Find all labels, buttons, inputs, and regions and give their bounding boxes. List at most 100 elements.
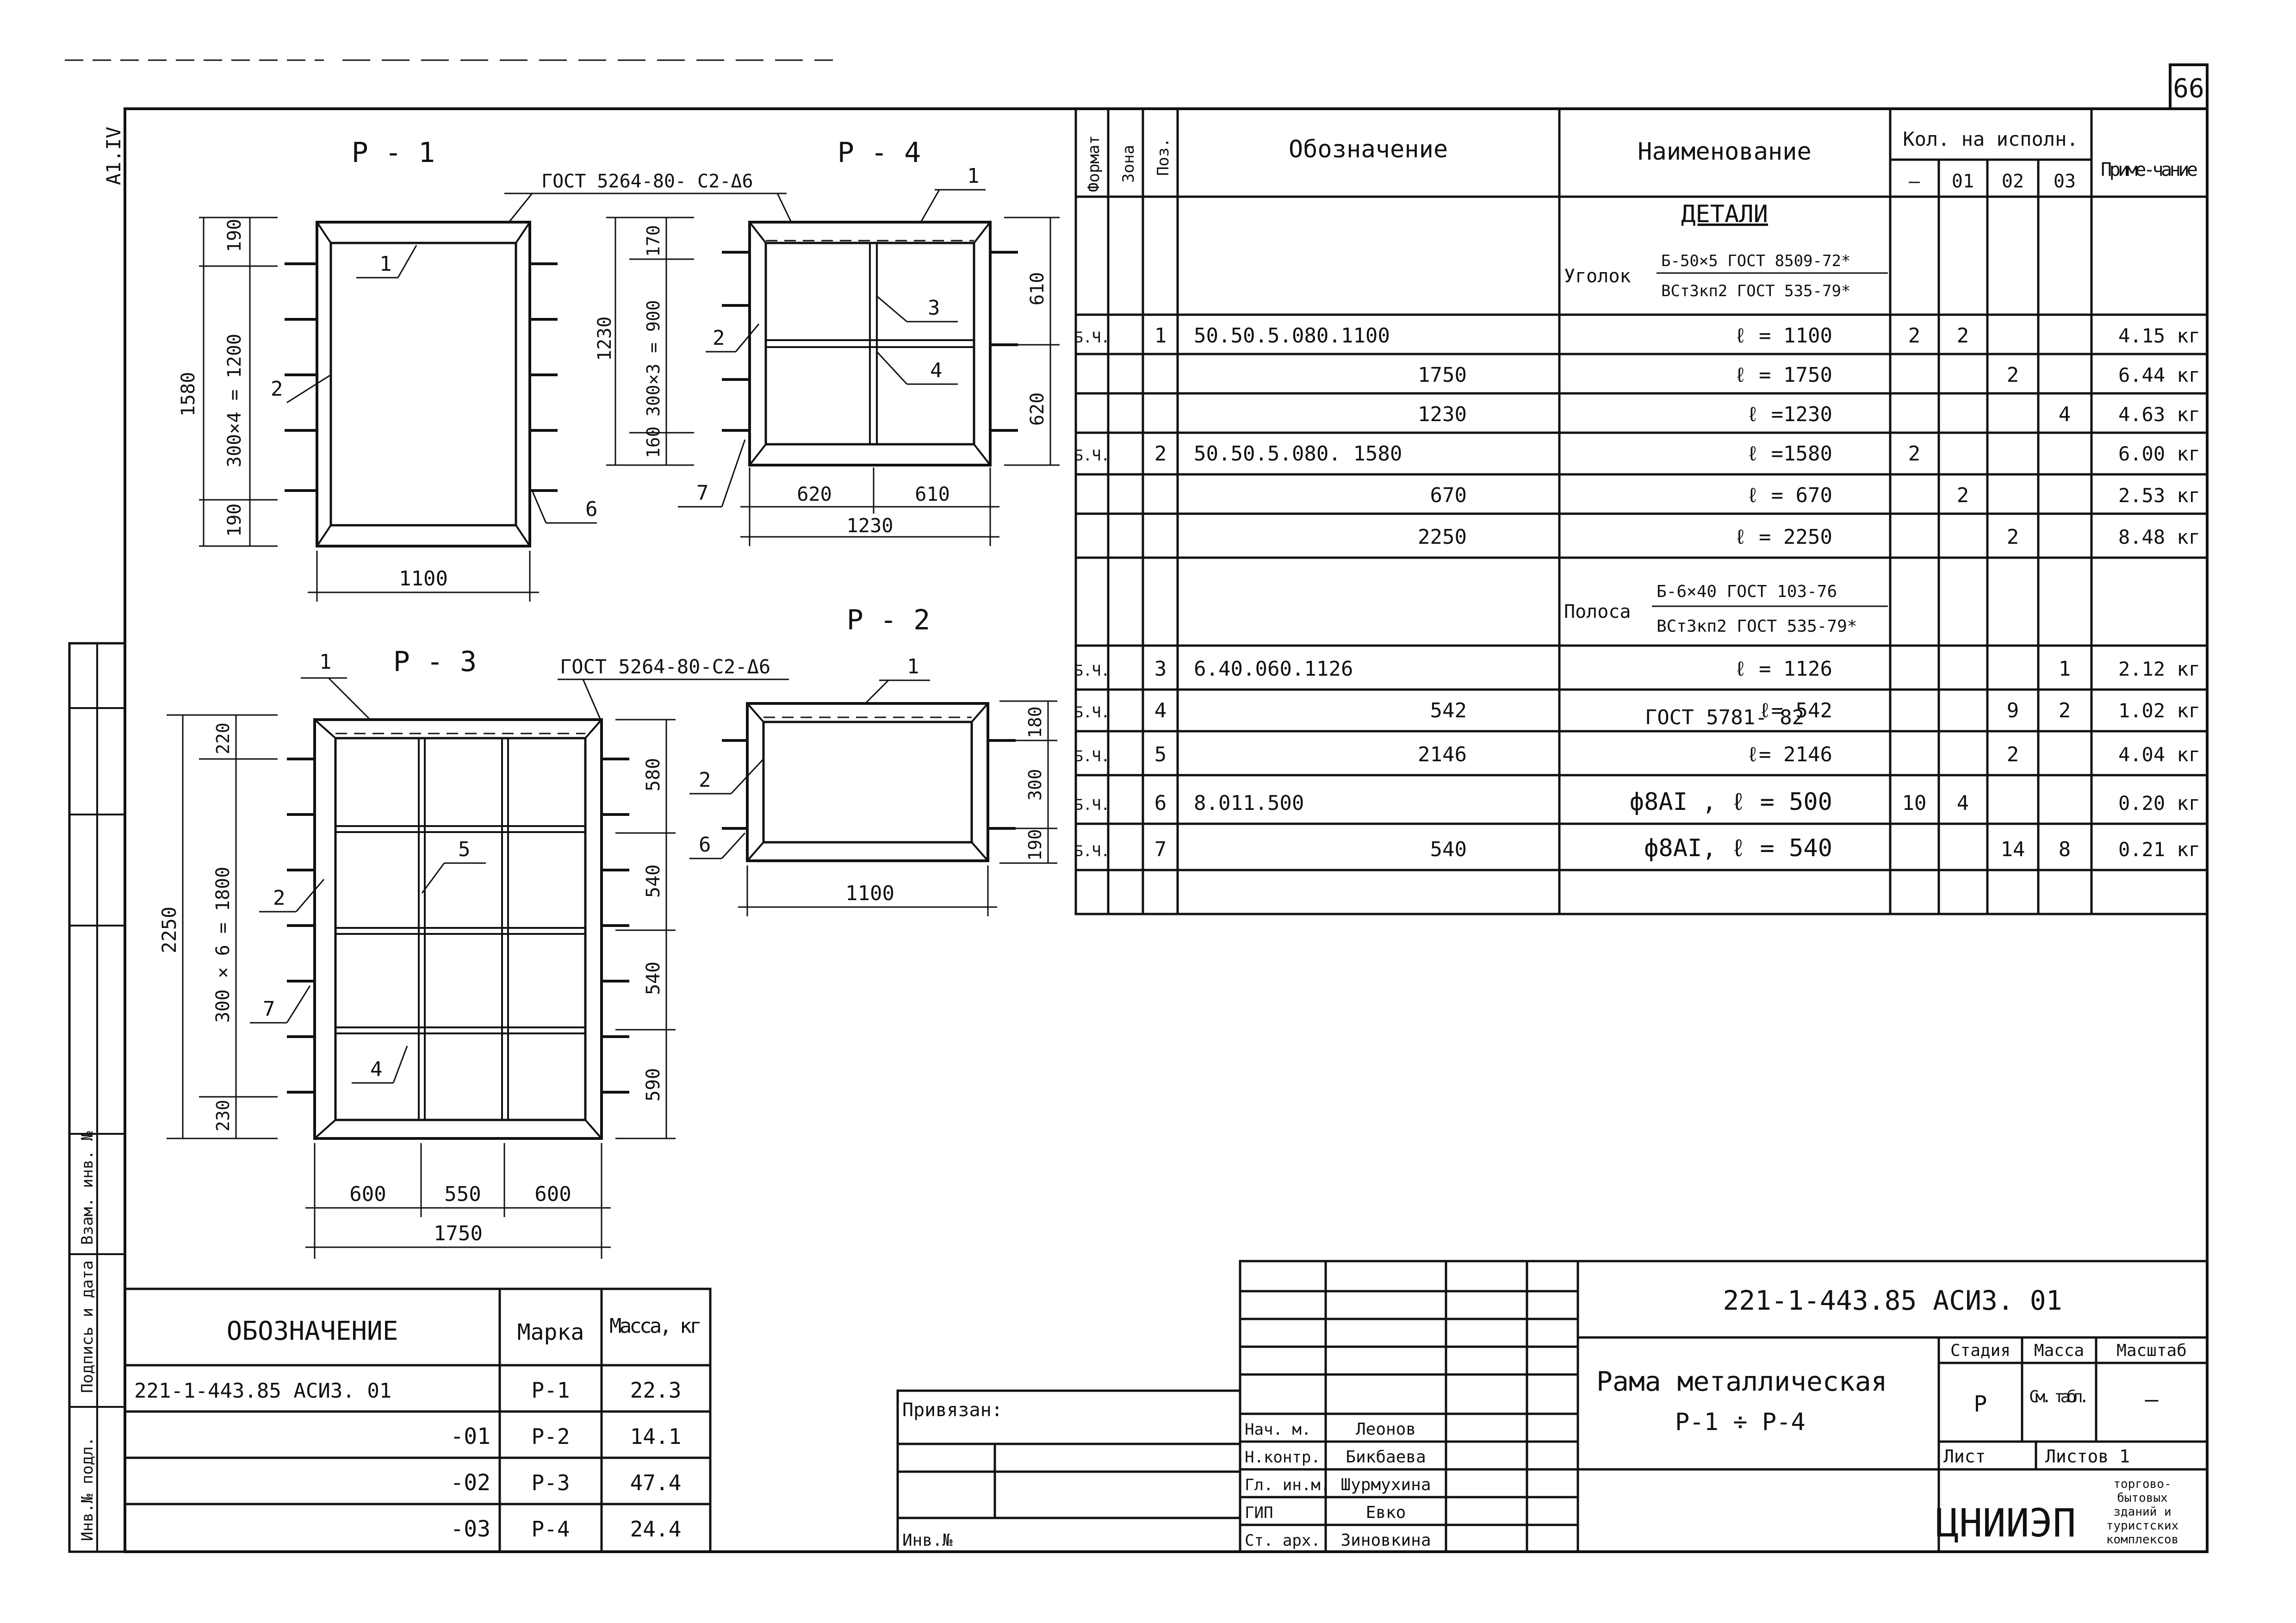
svg-text:Стадия: Стадия [1950,1341,2011,1360]
frame-p2: Р - 2 1 180 300 190 1100 2 6 [689,604,1057,916]
mass-row-designation: -02 [450,1470,490,1496]
svg-text:Обозначение: Обозначение [1289,136,1448,163]
svg-text:300: 300 [1025,769,1045,801]
svg-text:ВСт3кп2 ГОСТ 535-79*: ВСт3кп2 ГОСТ 535-79* [1661,282,1850,300]
spec-row-qty-01: 4 [1957,791,1969,815]
svg-text:Наименование: Наименование [1638,138,1812,166]
spec-row-qty-base: 2 [1908,442,1921,466]
sheet-number: 66 [2173,74,2204,104]
person-role: Нач. м. [1245,1420,1311,1439]
svg-text:Марка: Марка [517,1319,584,1345]
mass-row-mark: Р-4 [531,1517,570,1542]
spec-row-pos: 5 [1154,743,1167,766]
svg-text:7: 7 [263,997,275,1021]
svg-text:300 × 6 = 1800: 300 × 6 = 1800 [212,867,234,1023]
spec-row-qty-03: 8 [2059,838,2071,861]
svg-text:Формат: Формат [1085,135,1103,192]
svg-text:590: 590 [643,1068,664,1101]
svg-text:Р: Р [1974,1391,1987,1417]
spec-row-pos: 7 [1154,838,1167,861]
svg-text:—: — [2145,1387,2159,1412]
mass-row-mark: Р-1 [531,1378,570,1403]
svg-text:Приме-чание: Приме-чание [2101,159,2198,180]
spec-row-note: 0.21 кг [2118,838,2200,861]
spec-row-qty-02: 2 [2007,363,2019,387]
svg-text:Зона: Зона [1119,145,1138,183]
svg-text:Полоса: Полоса [1564,601,1631,622]
doc-code: 221-1-443.85 АСИ3. 01 [1723,1285,2062,1316]
binding-block: Привязан: Инв.№ [896,1389,1241,1553]
spec-row-pos: 4 [1154,699,1167,722]
spec-row-designation: 540 [1430,838,1467,861]
svg-text:190: 190 [224,219,245,252]
svg-text:600: 600 [349,1182,386,1206]
svg-text:3: 3 [928,296,940,320]
svg-text:4: 4 [370,1057,383,1081]
spec-row-note: 2.12 кг [2118,658,2200,680]
svg-text:Привязан:: Привязан: [902,1399,1003,1421]
spec-table: Формат Зона Поз. Обозначение Наименовани… [1074,107,2209,915]
svg-text:См. табл.: См. табл. [2029,1387,2089,1406]
svg-text:Масса, кг: Масса, кг [609,1314,702,1338]
person-name: Шурмухина [1340,1475,1431,1494]
svg-text:1100: 1100 [399,567,448,591]
svg-text:ГОСТ 5264-80-С2-Δ6: ГОСТ 5264-80-С2-Δ6 [560,655,770,678]
spec-row-qty-02: 2 [2007,743,2019,766]
spec-row-name: ℓ= 2146 [1747,743,1832,766]
spec-row-note: 4.15 кг [2118,324,2200,347]
svg-text:2: 2 [273,886,285,910]
svg-text:160: 160 [643,426,664,458]
svg-text:01: 01 [1952,171,1974,192]
person-name: Леонов [1356,1420,1416,1439]
svg-text:2: 2 [699,768,711,792]
spec-row-name: ℓ = 1100 [1734,324,1832,348]
svg-text:Лист: Лист [1943,1446,1986,1467]
spec-row-name: ℓ = 1750 [1734,363,1832,387]
doc-title-2: Р-1 ÷ Р-4 [1675,1408,1806,1436]
org-logo: ЦНИИЭП [1936,1500,2076,1546]
svg-text:1580: 1580 [178,372,199,417]
spec-row-qty-02: 14 [2001,838,2025,861]
svg-text:610: 610 [1027,272,1048,305]
svg-text:6: 6 [585,497,598,521]
svg-text:1: 1 [907,655,919,678]
svg-text:Б-50×5 ГОСТ 8509-72*: Б-50×5 ГОСТ 8509-72* [1661,252,1850,270]
svg-text:2250: 2250 [158,907,180,953]
svg-text:2: 2 [271,377,283,401]
spec-row-designation: 670 [1430,484,1467,507]
svg-text:620: 620 [797,483,832,505]
svg-text:540: 540 [643,962,664,995]
svg-text:Листов 1: Листов 1 [2045,1446,2130,1467]
svg-text:300×3 = 900: 300×3 = 900 [643,300,664,417]
spec-row-note: 6.00 кг [2118,442,2200,465]
svg-text:1230: 1230 [846,514,893,537]
spec-row-designation: 1230 [1418,403,1467,426]
mass-row-designation: 221-1-443.85 АСИ3. 01 [134,1379,391,1403]
svg-text:6: 6 [699,833,711,857]
svg-text:02: 02 [2002,171,2024,192]
spec-row-designation: 2250 [1418,525,1467,549]
spec-row-note: 2.53 кг [2118,484,2200,507]
svg-text:580: 580 [643,758,664,791]
frame-p4: Р - 4 1 170 300×3 = [594,137,1060,546]
spec-row-qty-02: 9 [2007,699,2019,722]
spec-row-format: Б.Ч. [1074,662,1110,679]
svg-text:ВСт3кп2 ГОСТ 535-79*: ВСт3кп2 ГОСТ 535-79* [1657,617,1857,636]
svg-text:190: 190 [224,504,245,537]
frame-p1: Р - 1 ГОСТ 5264-80- С2-Δ6 190 300×4 = 12… [178,137,792,602]
svg-text:Р - 1: Р - 1 [352,137,435,169]
title-block: 221-1-443.85 АСИ3. 01 Рама металлическая… [1239,1260,2209,1553]
spec-row-name: ℓ = 1126 [1734,657,1832,681]
spec-row-name: ф8АI, ℓ = 540 [1644,834,1832,862]
spec-row-format: Б.Ч. [1074,329,1110,346]
spec-row-designation: 2146 [1418,743,1467,766]
spec-row-format: Б.Ч. [1074,796,1110,814]
person-name: Зиновкина [1340,1531,1431,1550]
svg-text:–: – [1909,171,1920,192]
svg-text:зданий и: зданий и [2113,1505,2171,1519]
svg-text:620: 620 [1027,392,1048,426]
svg-text:Р - 2: Р - 2 [847,604,931,636]
spec-row-qty-base: 2 [1908,324,1921,348]
